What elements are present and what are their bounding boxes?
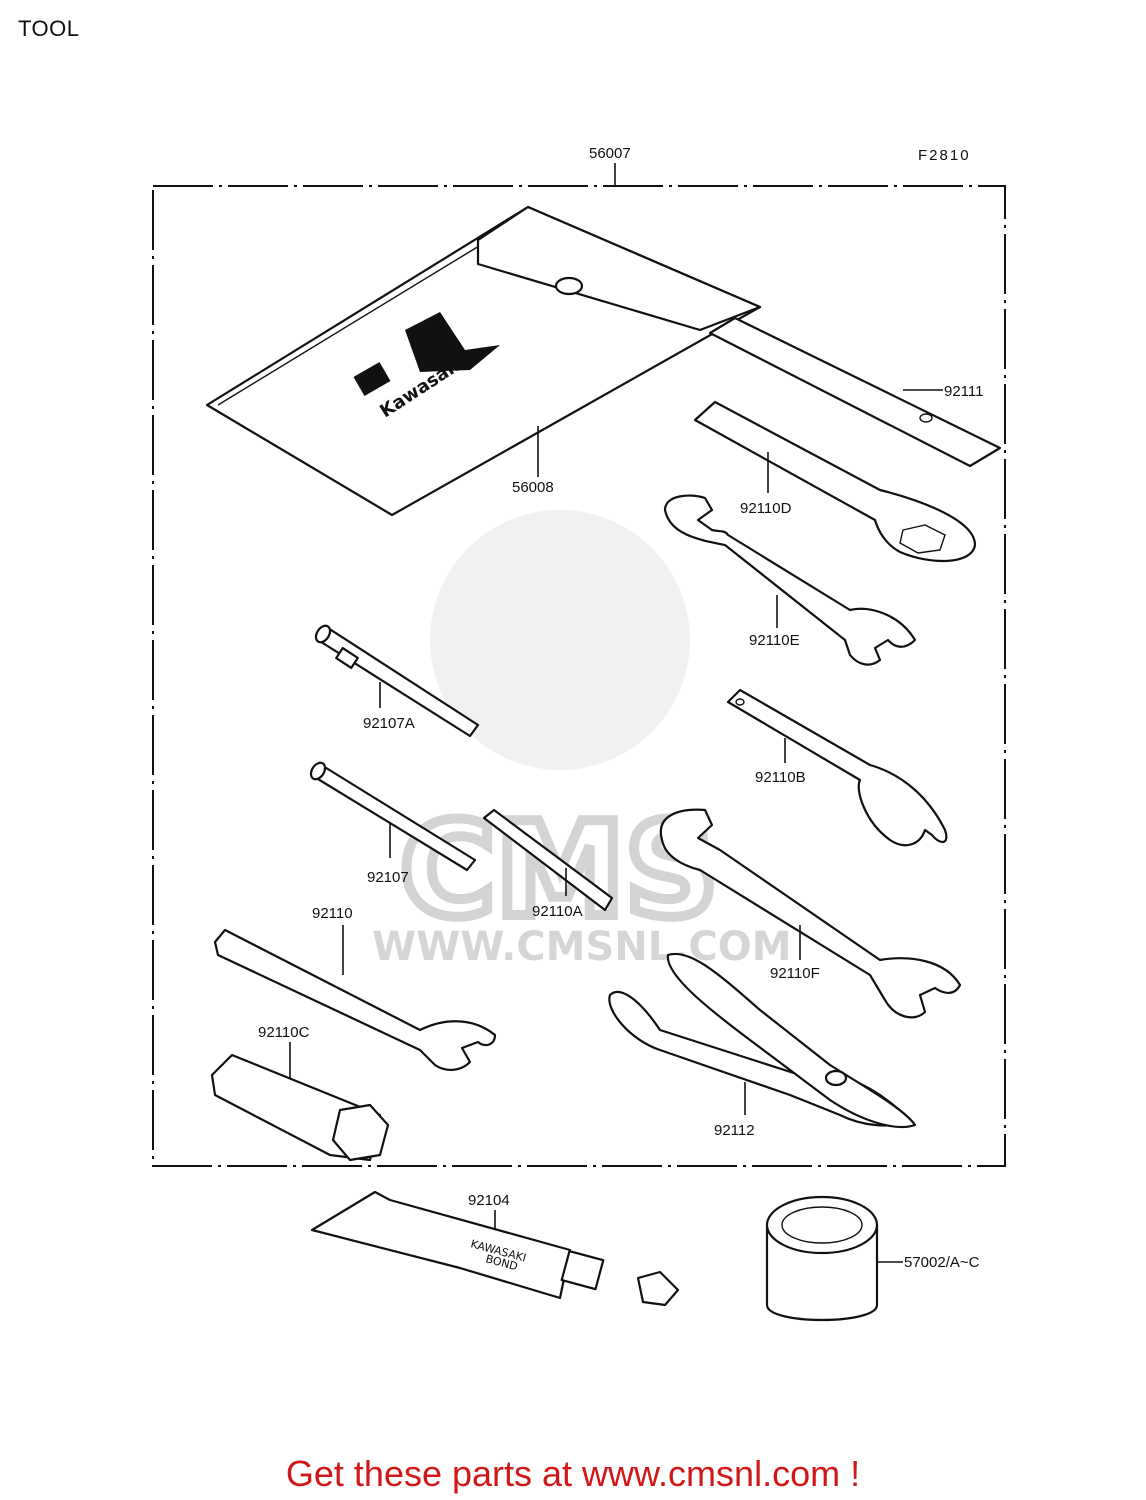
bond-tube-92104: KAWASAKI BOND (310, 1190, 680, 1307)
wrench-92111 (708, 316, 1002, 468)
footer-link-text[interactable]: Get these parts at www.cmsnl.com ! (285, 1453, 861, 1494)
screwdriver-92107 (309, 761, 477, 872)
figure-code: F2810 (918, 147, 971, 164)
label-56007: 56007 (589, 145, 631, 162)
label-92110: 92110 (312, 905, 353, 922)
kit-outline-box (152, 185, 1006, 1167)
wrench-92110D (693, 400, 977, 563)
screwdriver-92107A (314, 624, 480, 738)
watermark: CMS WWW.CMSNL.COM (372, 510, 792, 970)
wrench-92110E (663, 494, 917, 666)
label-57002: 57002/A~C (904, 1254, 980, 1271)
label-92110C: 92110C (258, 1024, 310, 1041)
label-92107: 92107 (367, 869, 409, 886)
page-title: TOOL (18, 16, 80, 41)
label-92110D: 92110D (740, 500, 792, 517)
label-92104: 92104 (468, 1192, 510, 1209)
pliers-92112 (608, 952, 917, 1129)
wrench-92110 (213, 928, 497, 1071)
label-92110F: 92110F (770, 965, 820, 982)
tool-bag: Kawasaki (205, 205, 762, 517)
label-92111: 92111 (944, 383, 984, 400)
watermark-mascot (430, 510, 690, 770)
label-92110A: 92110A (532, 903, 583, 920)
plug-wrench-92110C (210, 1053, 390, 1162)
label-56008: 56008 (512, 479, 554, 496)
label-92107A: 92107A (363, 715, 415, 732)
wrench-92110F (659, 808, 962, 1019)
hook-wrench-92110B (726, 688, 948, 847)
watermark-url: WWW.CMSNL.COM (372, 924, 792, 970)
label-92112: 92112 (714, 1122, 755, 1139)
label-92110E: 92110E (749, 632, 800, 649)
label-92110B: 92110B (755, 769, 806, 786)
gauge-92110A (482, 808, 614, 912)
can-57002 (765, 1195, 879, 1322)
